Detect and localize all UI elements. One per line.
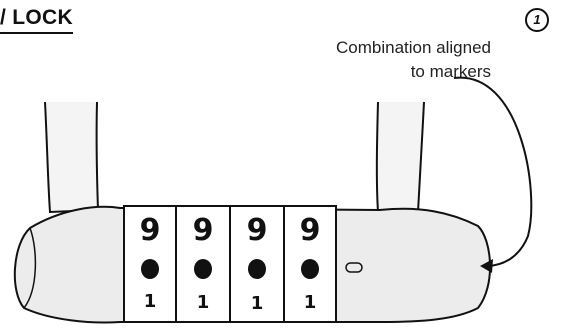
step-number-badge-icon: 1: [525, 8, 549, 32]
dial-1-bottom-number: 1: [144, 291, 157, 312]
shackle-right-arm: [375, 101, 425, 213]
shackle-left-arm: [44, 101, 100, 214]
dial-3-center-dot: [248, 259, 266, 279]
dial-4-bottom-number: 1: [304, 292, 317, 313]
dial-4-center-dot: [301, 259, 319, 279]
dial-2-top-glyph: 9: [193, 213, 214, 248]
dial-2-bottom-number: 1: [197, 292, 210, 313]
dial-1-center-dot: [141, 259, 159, 279]
callout-line-2: to markers: [410, 62, 491, 81]
curved-arrow-icon: [453, 76, 533, 273]
callout-line-1: Combination aligned: [336, 38, 491, 57]
marker-slot-icon: [345, 262, 363, 273]
dial-2-center-dot: [194, 259, 212, 279]
dial-1-top-glyph: 9: [140, 213, 161, 248]
dial-3-top-glyph: 9: [247, 213, 268, 248]
callout-label: Combination aligned to markers: [336, 36, 491, 84]
section-title: / LOCK: [0, 6, 73, 34]
dial-4-top-glyph: 9: [300, 213, 321, 248]
dial-3-bottom-number: 1: [251, 293, 264, 314]
body-end-left-shading: [23, 227, 37, 309]
